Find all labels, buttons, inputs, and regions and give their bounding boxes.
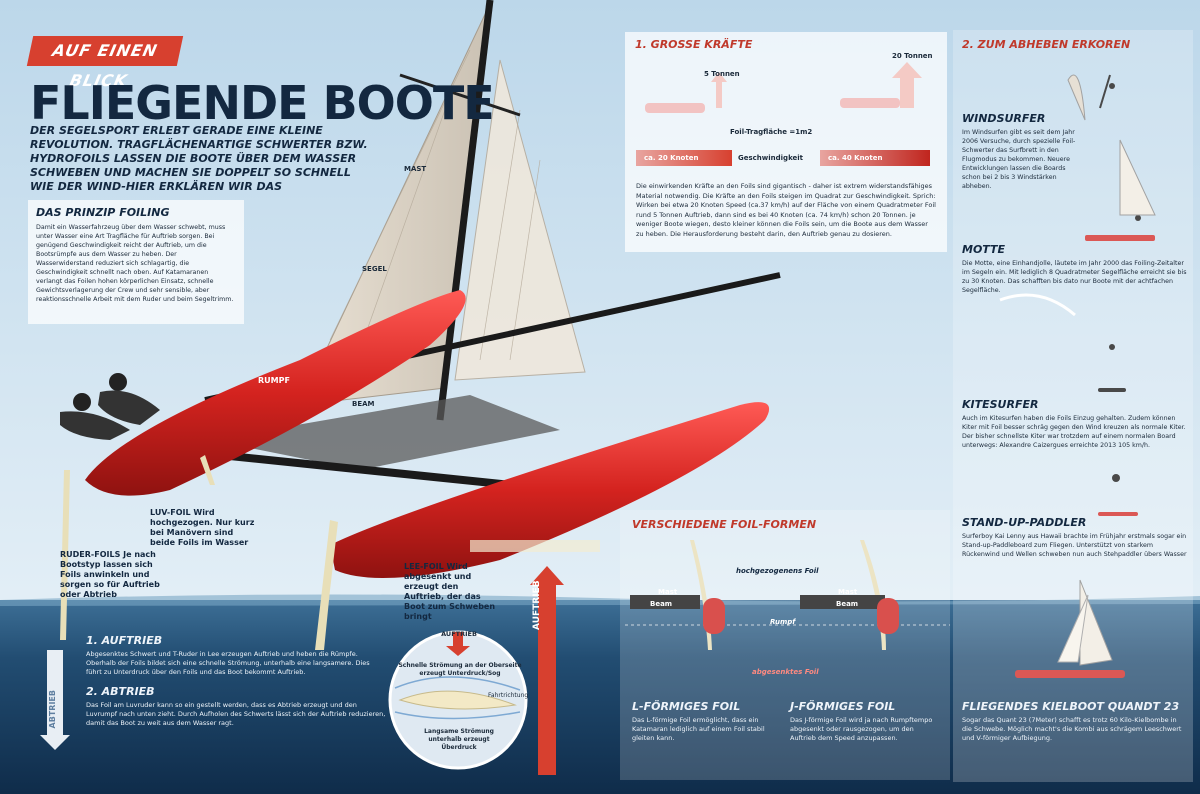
abtrieb-text: Das Foil am Luvruder kann so ein gestell…	[86, 701, 386, 727]
prinzip-title: DAS PRINZIP FOILING	[36, 206, 170, 219]
motte-text: Die Motte, eine Einhandjolle, läutete im…	[962, 260, 1187, 294]
foilformen-title: VERSCHIEDENE FOIL-FORMEN	[632, 518, 817, 531]
label-speed: Geschwindigkeit	[738, 154, 804, 162]
speed-20-knots: ca. 20 Knoten	[636, 150, 732, 166]
callout-lee-foil: LEE-FOIL Wird abgesenkt und erzeugt den …	[404, 562, 496, 621]
kielboot-title: FLIEGENDES KIELBOOT QUANDT 23	[962, 700, 1180, 713]
label-beam: BEAM	[352, 400, 375, 408]
kraefte-panel: 1. GROßE KRÄFTE	[625, 32, 947, 252]
arrow-abtrieb-label: ABTRIEB	[48, 690, 57, 729]
kielboot-text: Sogar das Quant 23 (7Meter) schafft es t…	[962, 716, 1182, 742]
motte-title: MOTTE	[962, 243, 1006, 256]
kitesurfer-title: KITESURFER	[962, 398, 1039, 411]
windsurfer-title: WINDSURFER	[962, 112, 1046, 125]
label-rumpf-diagram: Rumpf	[770, 618, 796, 626]
label-mast: MAST	[404, 165, 427, 173]
sidebar-title: 2. ZUM ABHEBEN ERKOREN	[962, 38, 1131, 51]
j-foil-text: Das J-förmige Foil wird ja nach Rumpftem…	[790, 716, 933, 742]
windsurfer-text: Im Windsurfen gibt es seit dem Jahr 2006…	[962, 129, 1076, 190]
kitesurfer-text: Auch im Kitesurfen haben die Foils Einzu…	[962, 415, 1186, 449]
sup-text: Surferboy Kai Lenny aus Hawaii brachte i…	[962, 533, 1187, 558]
circle-top-label: Schnelle Strömung an der Oberseite erzeu…	[398, 662, 522, 677]
label-mast-1: Mast	[658, 588, 678, 596]
callout-ruder-foils: RUDER-FOILS Je nach Bootstyp lassen sich…	[60, 550, 160, 599]
auftrieb-text: Abgesenktes Schwert und T-Ruder in Lee e…	[86, 650, 370, 676]
section-badge: AUF EINEN BLICK	[26, 36, 184, 90]
circle-bottom-label: Langsame Strömung unterhalb erzeugt Über…	[424, 728, 494, 751]
page-title: FLIEGENDE BOOTE	[30, 76, 495, 130]
l-foil-title: L-FÖRMIGES FOIL	[632, 700, 741, 713]
abtrieb-title: 2. ABTRIEB	[86, 685, 155, 698]
label-hochgezogen: hochgezogenens Foil	[736, 567, 819, 575]
label-abgesenkt: abgesenktes Foil	[752, 668, 819, 676]
prinzip-text: Damit ein Wasserfahrzeug über dem Wasser…	[36, 224, 234, 303]
circle-auftrieb-label: AUFTRIEB	[441, 630, 477, 638]
label-foil-area: Foil-Tragfläche =1m2	[730, 128, 813, 136]
label-beam-1: Beam	[650, 600, 673, 608]
callout-luv-foil: LUV-FOIL Wird hochgezogen. Nur kurz bei …	[150, 508, 255, 547]
j-foil-title: J-FÖRMIGES FOIL	[790, 700, 896, 713]
page-subtitle: Der Segelsport erlebt gerade eine kleine…	[30, 124, 368, 193]
label-rumpf: RUMPF	[258, 376, 290, 385]
foilformen-panel	[620, 510, 950, 780]
label-20-tonnen: 20 Tonnen	[892, 52, 933, 60]
kraefte-title: 1. GROßE KRÄFTE	[635, 38, 753, 51]
l-foil-text: Das L-förmige Foil ermöglicht, dass ein …	[632, 716, 765, 742]
label-beam-2: Beam	[836, 600, 859, 608]
kraefte-text: Die einwirkenden Kräfte an den Foils sin…	[636, 182, 936, 238]
label-5-tonnen: 5 Tonnen	[704, 70, 740, 78]
speed-40-knots: ca. 40 Knoten	[820, 150, 930, 166]
sidebar-panel	[953, 30, 1193, 782]
circle-fahrt-label: Fahrtrichtung	[488, 692, 529, 699]
sup-title: STAND-UP-PADDLER	[962, 516, 1087, 529]
underwater-panel: 1. AUFTRIEB Abgesenktes Schwert und T-Ru…	[86, 634, 386, 728]
prinzip-panel: DAS PRINZIP FOILING Damit ein Wasserfahr…	[28, 200, 244, 324]
label-mast-2: Mast	[838, 588, 858, 596]
auftrieb-title: 1. AUFTRIEB	[86, 634, 163, 647]
arrow-auftrieb-label: AUFTRIEB	[532, 580, 542, 630]
label-segel: SEGEL	[362, 265, 387, 273]
